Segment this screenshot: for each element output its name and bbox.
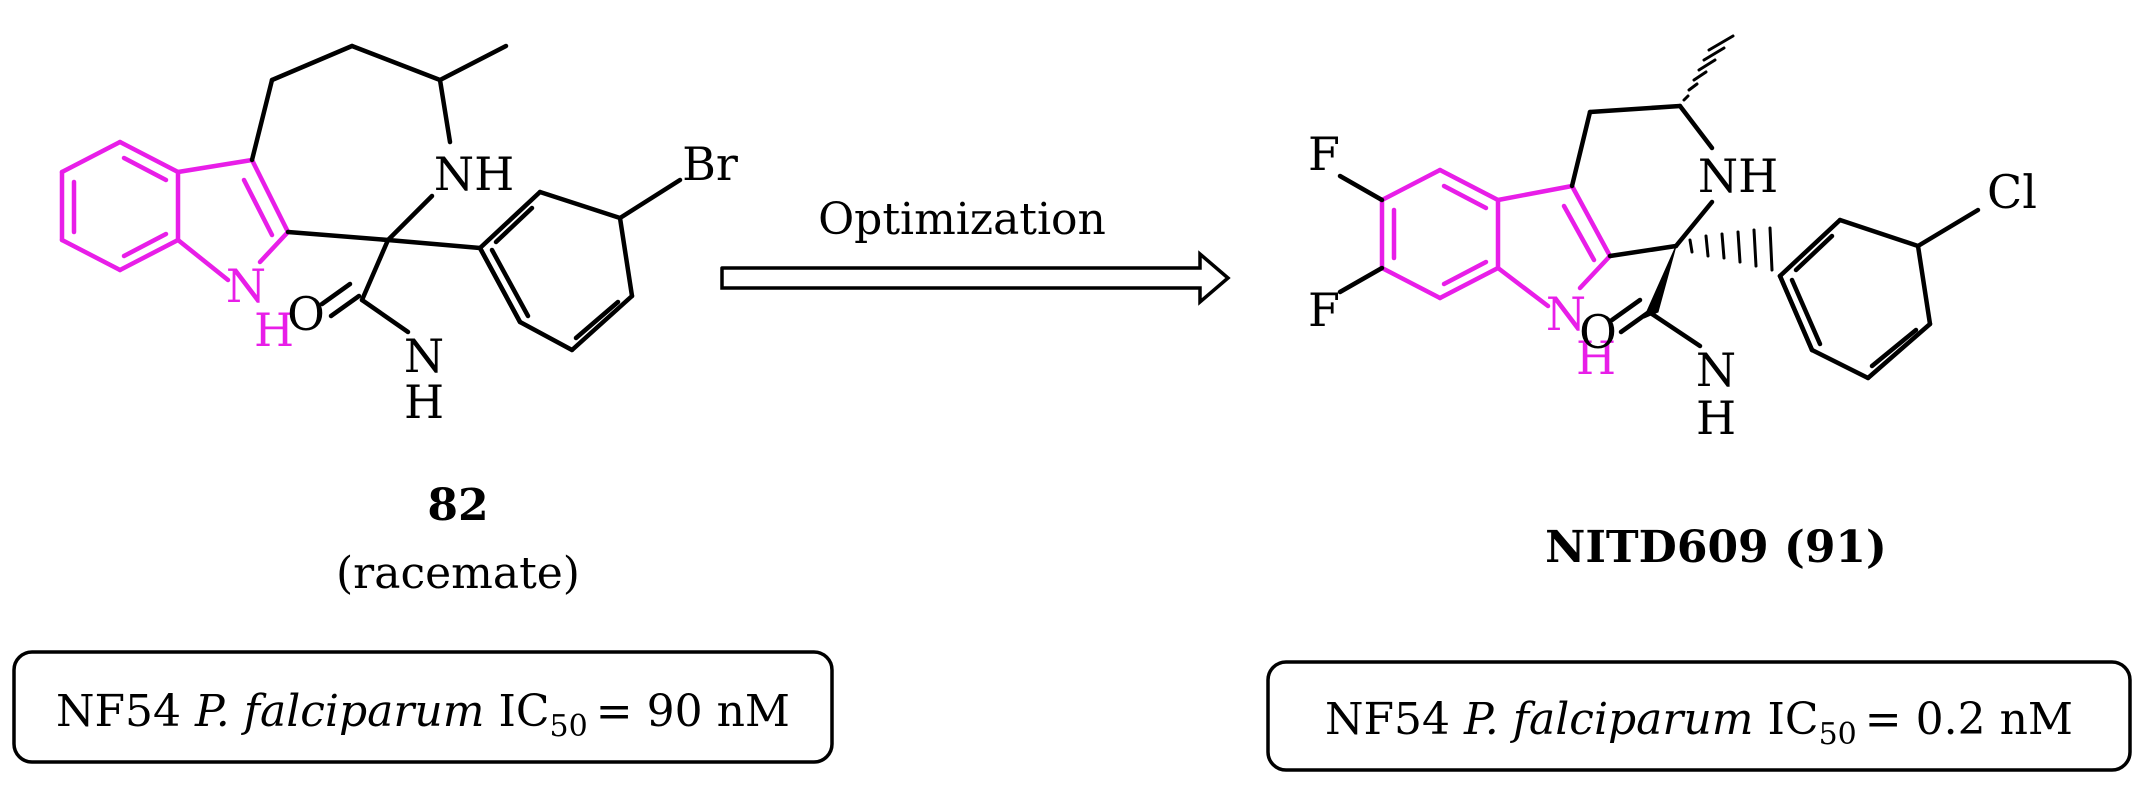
atom-n-lactam-right: N bbox=[1696, 343, 1736, 397]
compound-number-right: (91) bbox=[1784, 522, 1887, 573]
atom-cl: Cl bbox=[1987, 165, 2037, 219]
compound-name-right: NITD609 bbox=[1545, 522, 1769, 573]
assay-metric-sub-left: 50 bbox=[550, 709, 588, 744]
indole-highlight-right bbox=[1379, 167, 1613, 309]
assay-species-left: P. falciparum bbox=[194, 686, 484, 737]
atom-o-left: O bbox=[287, 287, 325, 341]
wedge-bond bbox=[1643, 245, 1677, 319]
assay-box-left bbox=[12, 650, 834, 764]
atom-f-bottom: F bbox=[1308, 283, 1340, 337]
atom-n-lactam-left: N bbox=[404, 329, 444, 383]
compound-note-left: (racemate) bbox=[336, 548, 580, 599]
assay-equals-left: = bbox=[596, 686, 633, 737]
hash-bond-methyl bbox=[1682, 34, 1735, 102]
assay-value-right: 0.2 nM bbox=[1916, 694, 2073, 745]
compound-caption-right: NITD609 (91) bbox=[1545, 522, 1887, 573]
assay-text-right: NF54 P. falciparum IC50= 0.2 nM bbox=[1325, 694, 2073, 752]
hash-bond-spiro bbox=[1688, 226, 1774, 272]
assay-species-right: P. falciparum bbox=[1463, 694, 1753, 745]
atom-n-indole-left: N bbox=[226, 259, 266, 313]
atom-nh-ring-right: NH bbox=[1698, 149, 1778, 203]
skeleton-left bbox=[249, 43, 683, 353]
indole-highlight-left bbox=[59, 139, 291, 283]
atom-h-indole-left: H bbox=[254, 303, 294, 357]
assay-equals-right: = bbox=[1865, 694, 1902, 745]
atom-br: Br bbox=[682, 137, 738, 191]
atom-f-top: F bbox=[1308, 127, 1340, 181]
atom-h-lactam-left: H bbox=[404, 375, 444, 429]
assay-value-left: 90 nM bbox=[647, 686, 790, 737]
atom-h-indole-right: H bbox=[1576, 331, 1616, 385]
reaction-arrow bbox=[720, 250, 1231, 306]
atom-n-indole-right: N bbox=[1546, 287, 1586, 341]
assay-text-left: NF54 P. falciparum IC50= 90 nM bbox=[56, 686, 790, 744]
assay-strain-right: NF54 bbox=[1325, 694, 1450, 745]
arrow-label: Optimization bbox=[818, 194, 1106, 245]
atom-h-lactam-right: H bbox=[1696, 391, 1736, 445]
skeleton-right bbox=[1337, 103, 1981, 381]
atom-nh-ring-left: NH bbox=[434, 147, 514, 201]
assay-metric-left: IC bbox=[499, 686, 550, 737]
assay-box-right bbox=[1266, 660, 2132, 772]
assay-metric-right: IC bbox=[1768, 694, 1819, 745]
compound-number-left: 82 bbox=[427, 480, 488, 531]
assay-metric-sub-right: 50 bbox=[1819, 717, 1857, 752]
atom-o-right: O bbox=[1579, 305, 1617, 359]
assay-strain-left: NF54 bbox=[56, 686, 181, 737]
